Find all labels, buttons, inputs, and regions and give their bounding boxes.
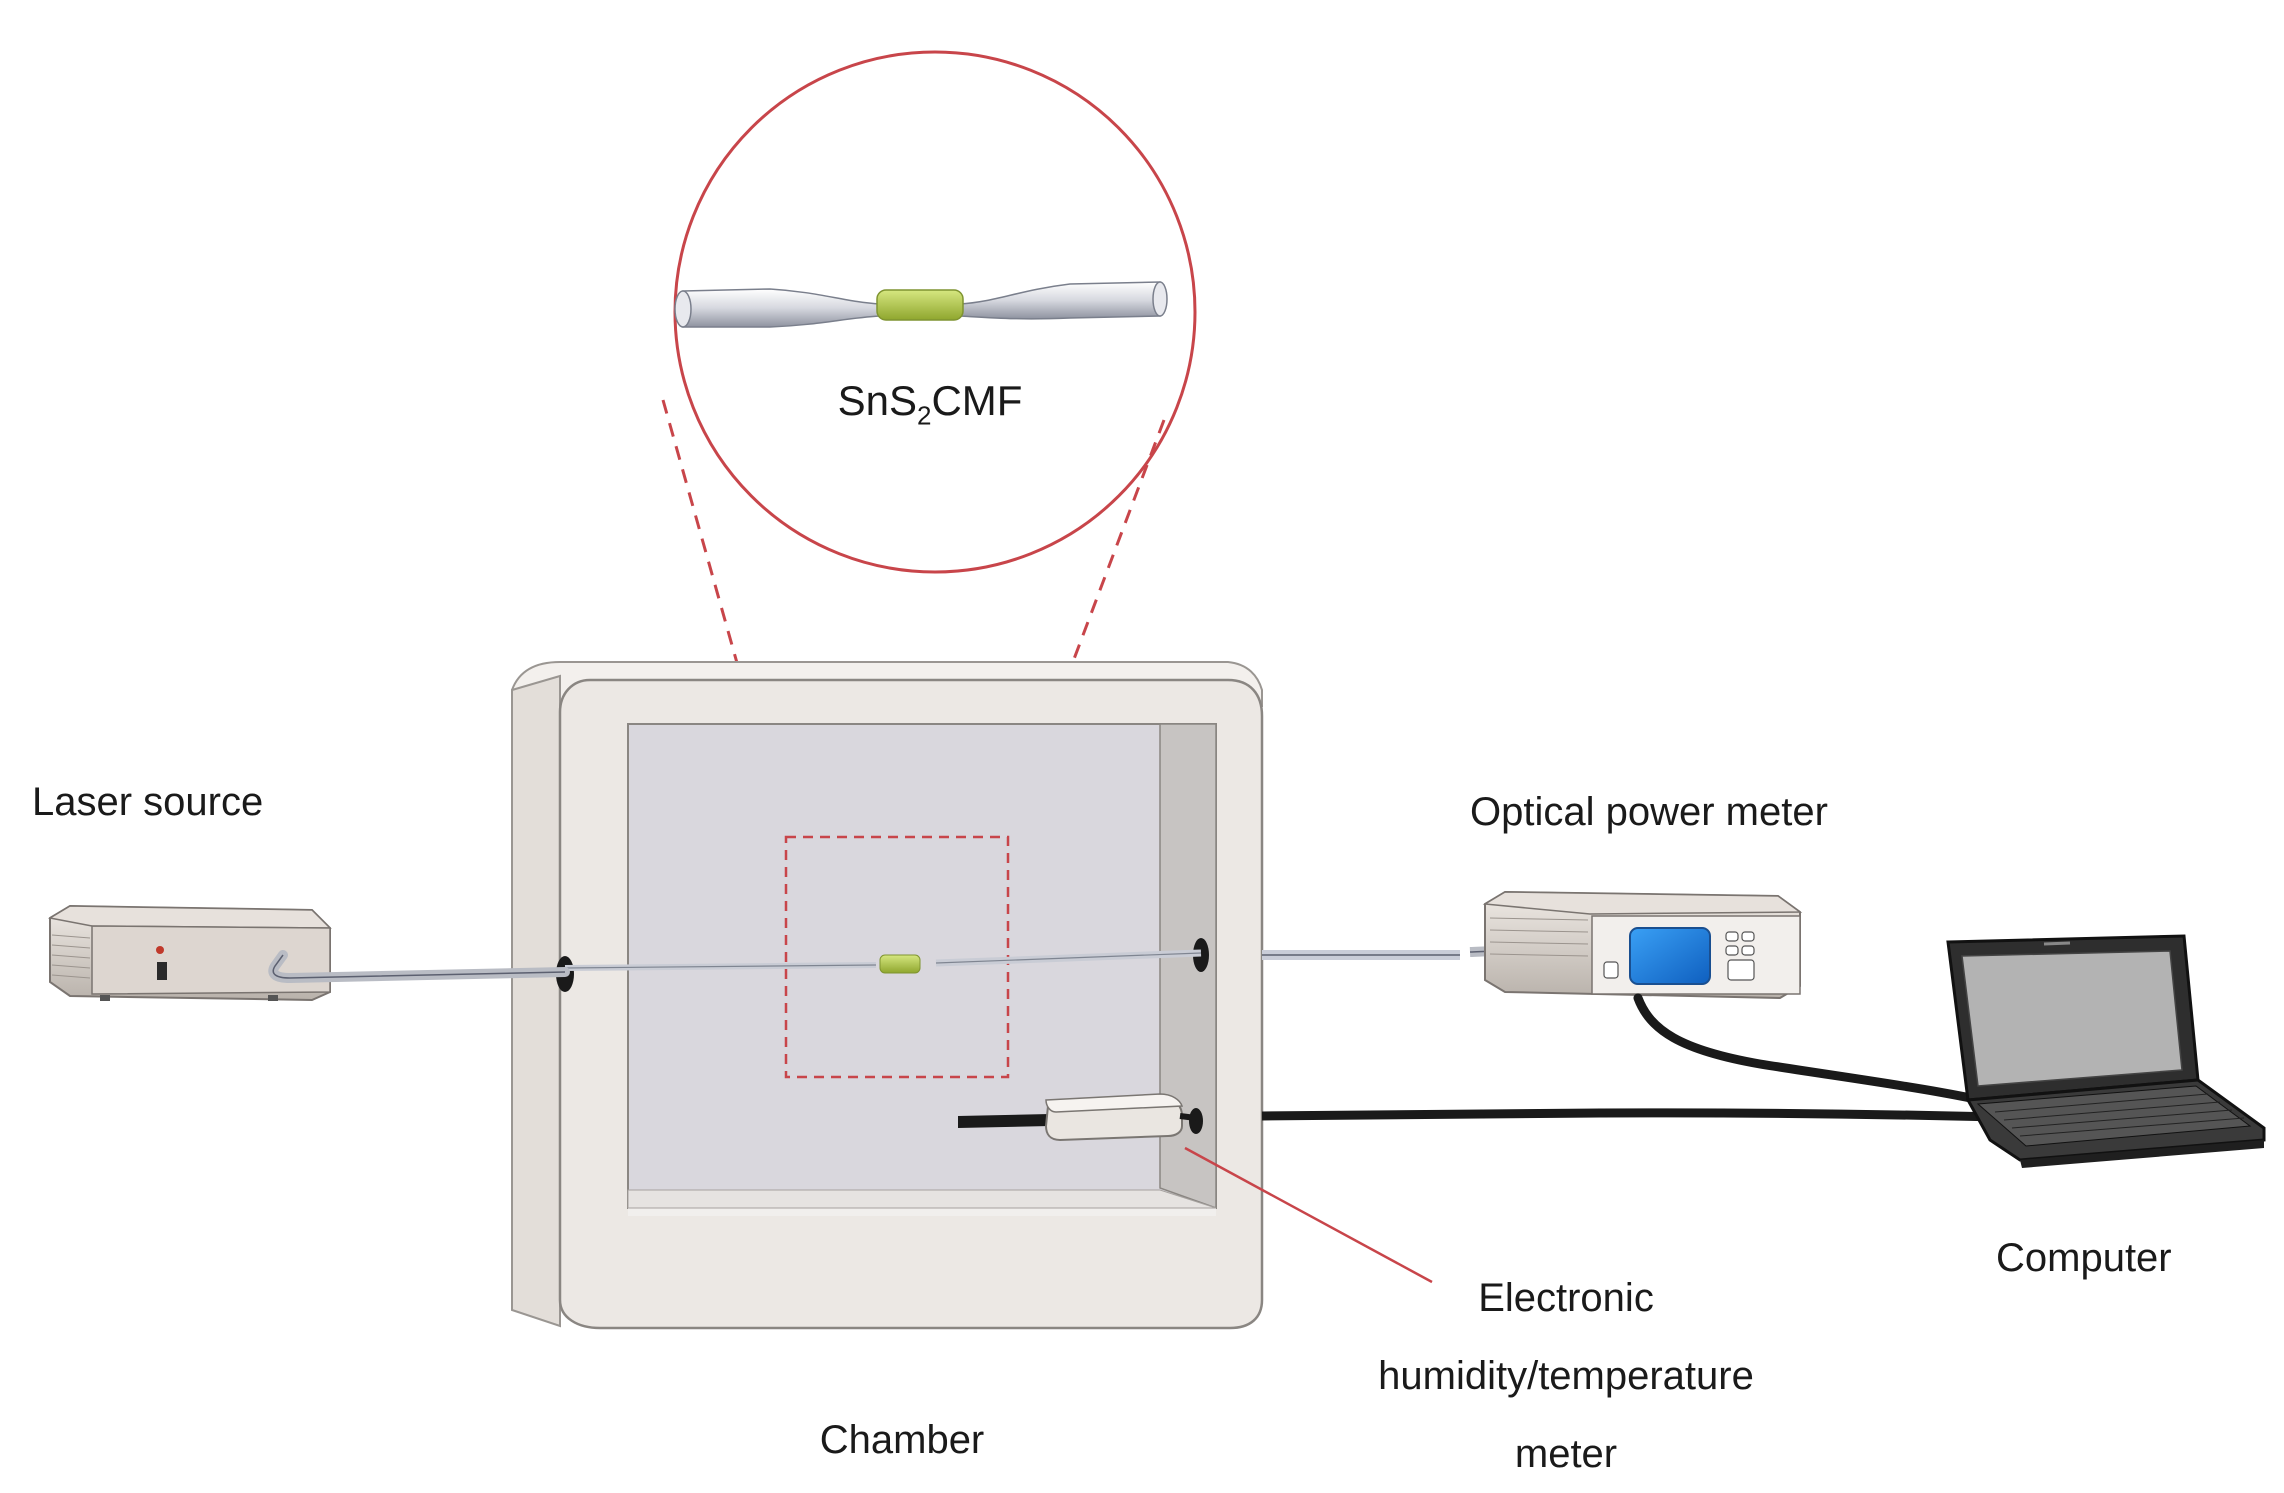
meter-label-line1: Electronic [1478,1276,1654,1320]
computer-laptop [1946,934,2266,1168]
meter-label-line3: meter [1514,1432,1618,1476]
optical-power-meter-device [1262,890,2035,1117]
fiber-label-suffix: CMF [931,377,1023,424]
zoom-view [661,50,1197,838]
optical-power-meter-label: Optical power meter [1470,790,1828,834]
sensor-data-cable [1261,1108,2031,1123]
sns2-coating [876,289,964,321]
meter-label-line2: humidity/temperature [1378,1354,1754,1398]
computer-label: Computer [1996,1236,2172,1280]
fiber-label-main: SnS [837,377,917,424]
chamber [511,661,1264,1330]
magnified-fiber [674,281,1168,328]
chamber-label: Chamber [819,1418,985,1462]
laser-source-device [47,904,570,1002]
meter-pointer-line [1184,1146,1433,1284]
laser-source-label: Laser source [32,780,264,824]
laptop-screen [1961,950,2183,1087]
fiber-label-subscript: 2 [916,400,932,431]
fiber-label: SnS2CMF [837,377,1023,431]
chamber-coating [879,954,921,974]
humidity-sensor [958,1093,1197,1142]
power-meter-screen [1629,927,1711,985]
